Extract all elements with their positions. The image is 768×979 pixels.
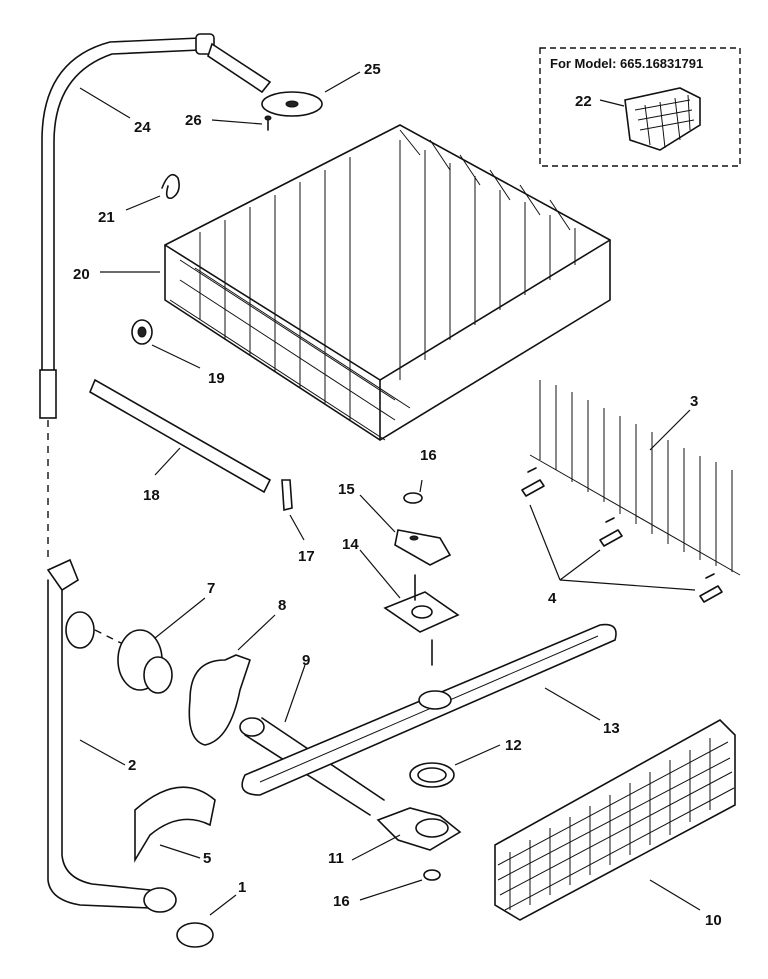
callout-16-upper: 16 [420,447,437,464]
part-1-o-ring [176,894,237,948]
part-5-shield [134,786,216,863]
callout-10: 10 [705,912,722,929]
part-3-tines [529,380,741,576]
part-8-clamp [188,614,276,746]
callout-9: 9 [302,652,310,669]
callout-16-lower: 16 [333,893,350,910]
part-21-clip [125,173,180,211]
callout-22: 22 [575,93,592,110]
callout-2: 2 [128,757,136,774]
part-2-feed-pipe [46,420,177,913]
callout-5: 5 [203,850,211,867]
part-13-lower-spray-arm [241,623,617,796]
part-11-hub [351,807,462,861]
callout-21: 21 [98,209,115,226]
part-10-silverware-basket [494,719,736,921]
part-17-rail-stop [281,479,305,541]
callout-8: 8 [278,597,286,614]
callout-7: 7 [207,580,215,597]
part-25-upper-spray-head [207,42,361,117]
part-19-rack-roller [131,319,201,369]
callout-13: 13 [603,720,620,737]
callout-14: 14 [342,536,359,553]
part-7-connector [65,597,206,694]
callout-24: 24 [134,119,151,136]
model-box: For Model: 665.16831791 [539,47,741,167]
callout-19: 19 [208,370,225,387]
callout-17: 17 [298,548,315,565]
part-14-mount [359,549,460,666]
callout-3: 3 [690,393,698,410]
part-22-basket-icon [599,87,701,151]
part-16-washer-upper [403,479,423,504]
part-18-rack-rail [88,378,272,494]
model-box-title: For Model: 665.16831791 [550,56,703,71]
callout-15: 15 [338,481,355,498]
callout-18: 18 [143,487,160,504]
part-24-feed-tube [39,33,215,419]
callout-4: 4 [548,590,557,607]
callout-26: 26 [185,112,202,129]
part-16-washer-lower [359,869,441,901]
callout-25: 25 [364,61,381,78]
callout-12: 12 [505,737,522,754]
callout-1: 1 [238,879,246,896]
part-20-upper-rack [100,124,611,441]
callout-11: 11 [328,850,344,867]
part-12-seal [409,744,501,788]
part-26-screw [211,115,272,131]
part-4-tine-clips [521,467,723,603]
callout-20: 20 [73,266,90,283]
part-15-bracket [359,494,452,566]
